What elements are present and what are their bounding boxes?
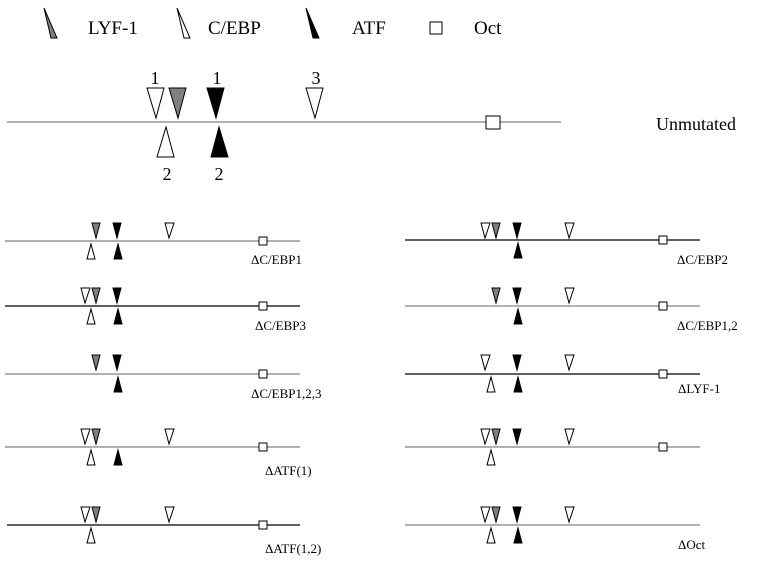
cebp1-site-icon <box>80 428 91 446</box>
cebp3-site-icon <box>164 506 175 524</box>
cebp1-site-icon <box>80 506 91 524</box>
oct-site-icon <box>658 235 668 245</box>
construct-delta-oct: ΔOct <box>405 506 706 552</box>
construct-label: ΔC/EBP3 <box>255 318 306 333</box>
cebp1-site-icon <box>480 354 491 372</box>
cebp1-site-icon <box>480 428 491 446</box>
atf2-site-icon <box>113 307 123 325</box>
cebp3-site-icon <box>564 354 575 372</box>
lyf-site-icon <box>491 222 501 240</box>
cebp1-site-icon <box>146 87 165 120</box>
cebp3-site-icon <box>305 87 324 120</box>
oct-site-icon <box>258 236 268 246</box>
legend-oct-icon <box>429 21 443 35</box>
atf1-site-icon <box>512 287 522 305</box>
legend-oct-label: Oct <box>474 18 502 39</box>
construct-label: ΔC/EBP1,2,3 <box>251 386 321 401</box>
atf2-site-icon <box>113 242 123 260</box>
legend-cebp-label: C/EBP <box>208 18 261 39</box>
oct-site-icon <box>258 442 268 452</box>
cebp2-site-icon <box>86 307 96 325</box>
atf1-site-icon <box>112 287 122 305</box>
cebp2-site-icon <box>156 125 175 158</box>
construct-label: ΔC/EBP1,2 <box>677 318 738 333</box>
oct-site-icon <box>258 520 268 530</box>
atf2-site-icon <box>513 307 523 325</box>
atf2-site-icon <box>113 375 123 393</box>
atf2-site-icon <box>113 448 123 466</box>
cebp2-site-icon <box>86 242 96 260</box>
cebp3-number: 3 <box>312 68 321 88</box>
legend-lyf-icon <box>43 7 58 39</box>
cebp1-site-icon <box>480 222 491 240</box>
atf1-site-icon <box>512 428 522 446</box>
atf1-site-icon <box>512 222 522 240</box>
atf1-site-icon <box>206 87 225 120</box>
cebp2-site-icon <box>486 375 496 393</box>
construct-delta-lyf1: ΔLYF-1 <box>405 354 720 396</box>
atf2-site-icon <box>513 375 523 393</box>
construct-label: ΔC/EBP1 <box>251 252 302 267</box>
cebp2-site-icon <box>486 448 496 466</box>
lyf-site-icon <box>491 428 501 446</box>
oct-site-icon <box>485 115 501 130</box>
cebp2-site-icon <box>86 448 96 466</box>
cebp2-site-icon <box>486 526 496 544</box>
oct-site-icon <box>258 301 268 311</box>
legend-atf-label: ATF <box>352 18 386 39</box>
cebp3-site-icon <box>164 428 175 446</box>
construct-delta-cebp2: ΔC/EBP2 <box>405 222 728 267</box>
cebp3-site-icon <box>564 506 575 524</box>
atf2-site-icon <box>513 526 523 544</box>
atf1-site-icon <box>512 354 522 372</box>
construct-delta-cebp1-2: ΔC/EBP1,2 <box>405 287 738 333</box>
cebp1-number: 1 <box>151 68 160 88</box>
lyf-site-icon <box>168 87 187 120</box>
oct-site-icon <box>258 369 268 379</box>
lyf-site-icon <box>491 287 501 305</box>
unmutated-label: Unmutated <box>656 114 736 134</box>
cebp3-site-icon <box>564 222 575 240</box>
lyf-site-icon <box>491 506 501 524</box>
legend: LYF-1 C/EBP ATF Oct <box>43 7 502 39</box>
construct-delta-atf1: ΔATF(1) <box>5 428 312 478</box>
atf1-number: 1 <box>213 68 222 88</box>
atf2-site-icon <box>513 241 523 259</box>
cebp1-site-icon <box>80 287 91 305</box>
lyf-site-icon <box>91 506 101 524</box>
lyf-site-icon <box>91 428 101 446</box>
construct-delta-atf1-2: ΔATF(1,2) <box>7 506 321 556</box>
oct-site-icon <box>658 301 668 311</box>
construct-delta-cebp1-2-3: ΔC/EBP1,2,3 <box>5 354 321 401</box>
lyf-site-icon <box>91 287 101 305</box>
lyf-site-icon <box>91 222 101 240</box>
atf2-site-icon <box>210 125 229 158</box>
cebp3-site-icon <box>564 428 575 446</box>
legend-cebp-icon <box>176 7 191 39</box>
atf1-site-icon <box>512 506 522 524</box>
construct-delta-cebp1: ΔC/EBP1 <box>5 222 302 267</box>
unmutated-construct: 1 1 3 2 2 Unmutated <box>7 68 736 184</box>
construct-delta-cebp3: ΔC/EBP3 <box>5 287 306 333</box>
oct-site-icon <box>658 442 668 452</box>
construct-label: ΔOct <box>678 537 706 552</box>
cebp3-site-icon <box>564 287 575 305</box>
construct-label: ΔATF(1) <box>265 463 312 478</box>
cebp2-number: 2 <box>163 164 172 184</box>
cebp3-site-icon <box>164 222 175 240</box>
construct-label: ΔATF(1,2) <box>265 541 321 556</box>
oct-site-icon <box>658 369 668 379</box>
legend-atf-icon <box>305 7 320 39</box>
construct-label: ΔLYF-1 <box>678 381 720 396</box>
construct-unlabeled <box>405 428 700 466</box>
lyf-site-icon <box>91 354 101 372</box>
legend-lyf-label: LYF-1 <box>88 18 138 39</box>
atf1-site-icon <box>112 222 122 240</box>
cebp1-site-icon <box>480 506 491 524</box>
construct-label: ΔC/EBP2 <box>677 252 728 267</box>
atf1-site-icon <box>112 354 122 372</box>
atf2-number: 2 <box>215 164 224 184</box>
cebp2-site-icon <box>86 526 96 544</box>
